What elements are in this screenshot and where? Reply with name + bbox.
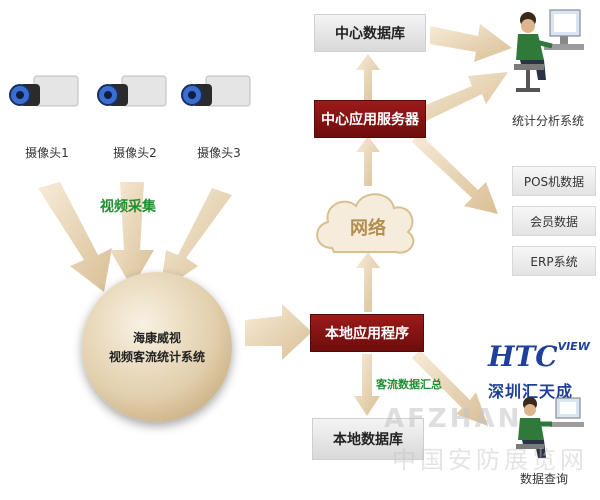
arrow-network-to-server xyxy=(356,136,380,186)
local-app-box: 本地应用程序 xyxy=(310,314,424,352)
central-database-box: 中心数据库 xyxy=(314,14,426,52)
watermark-chinese: 中国安防展览网 xyxy=(392,446,588,474)
query-user-illustration xyxy=(516,397,584,458)
arrow-camera2-to-system xyxy=(110,182,154,288)
camera-icon xyxy=(9,75,79,107)
watermark-latin: AFZHAN xyxy=(384,404,523,434)
camera-3 xyxy=(180,72,256,120)
central-system-line1: 海康威视 xyxy=(132,331,181,345)
network-cloud xyxy=(316,193,415,254)
logo-suffix: VIEW xyxy=(557,340,590,353)
camera-2-label: 摄像头2 xyxy=(113,146,157,160)
video-capture-label: 视频采集 xyxy=(100,199,156,215)
arrow-local-app-to-local-db xyxy=(354,354,380,416)
arrow-server-to-stats xyxy=(418,72,508,122)
arrow-server-to-db xyxy=(356,54,380,100)
camera-icon xyxy=(181,75,251,107)
arrow-camera1-to-system xyxy=(38,182,112,292)
camera-icon xyxy=(97,75,167,107)
camera-2 xyxy=(96,72,172,120)
htcview-logo: HTCVIEW xyxy=(488,340,598,373)
central-system-line2: 视频客流统计系统 xyxy=(108,350,205,364)
data-source-erp: ERP系统 xyxy=(512,246,596,276)
arrow-server-to-sources xyxy=(412,132,498,214)
data-query-label: 数据查询 xyxy=(520,472,569,486)
arrow-camera3-to-system xyxy=(160,188,232,292)
arrow-system-to-local-app xyxy=(245,304,312,360)
logo-brand: HTC xyxy=(488,340,558,373)
central-app-server-box: 中心应用服务器 xyxy=(314,100,426,138)
camera-1-label: 摄像头1 xyxy=(25,146,69,160)
camera-1 xyxy=(8,72,84,120)
traffic-summary-label: 客流数据汇总 xyxy=(376,378,442,391)
data-source-pos: POS机数据 xyxy=(512,166,596,196)
arrow-db-to-stats xyxy=(430,24,512,62)
local-db-box: 本地数据库 xyxy=(312,418,424,460)
arrow-local-app-to-network xyxy=(356,252,380,312)
central-system-node: 海康威视 视频客流统计系统 xyxy=(82,272,232,422)
stats-analyst-illustration xyxy=(514,9,584,92)
arrow-local-app-to-query xyxy=(412,350,488,426)
camera-3-label: 摄像头3 xyxy=(197,146,241,160)
network-label: 网络 xyxy=(350,218,386,239)
data-source-member: 会员数据 xyxy=(512,206,596,236)
logo-chinese: 深圳汇天成 xyxy=(488,382,574,401)
stats-system-label: 统计分析系统 xyxy=(512,114,585,128)
